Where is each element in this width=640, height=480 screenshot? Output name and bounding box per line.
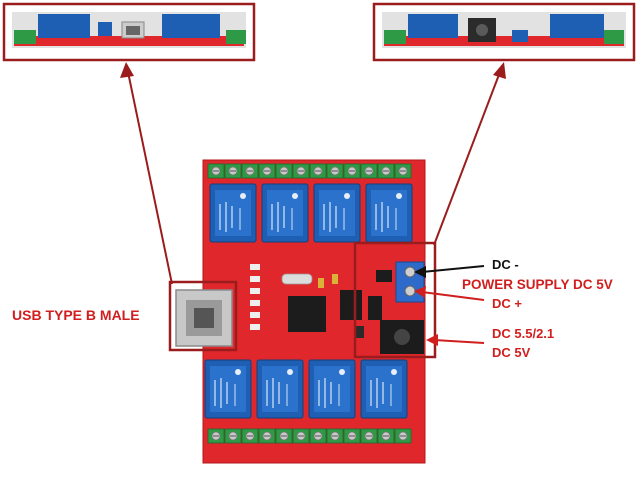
dc-jack-size-label: DC 5.5/2.1 [492, 326, 555, 341]
usb-callout-box [168, 280, 238, 352]
dc-jack-arrow [426, 334, 485, 346]
power-callout-box [353, 241, 437, 359]
power-side-inset [372, 2, 636, 62]
usb-callout-line [120, 62, 173, 285]
dc-plus-label: DC + [492, 296, 522, 311]
usb-type-b-connector [175, 289, 233, 347]
dc-minus-label: DC - [492, 257, 519, 272]
control-circuit [250, 264, 382, 338]
power-callout-line [433, 62, 506, 246]
relay-board [175, 159, 426, 464]
dc-plus-arrow [414, 286, 485, 301]
usb-type-b-label: USB TYPE B MALE [12, 307, 140, 323]
dc-jack-voltage-label: DC 5V [492, 345, 531, 360]
dc-minus-arrow [414, 265, 485, 278]
power-supply-label: POWER SUPPLY DC 5V [462, 277, 613, 292]
power-input-area [376, 261, 425, 354]
usb-side-inset [2, 2, 256, 62]
